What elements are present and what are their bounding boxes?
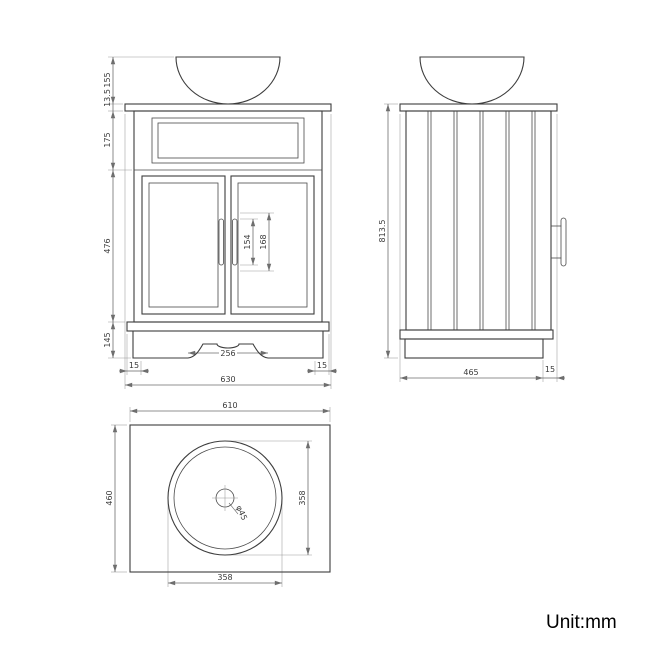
dim-arch-width: 256 bbox=[220, 349, 235, 358]
countertop-front bbox=[124, 103, 332, 112]
vessel-basin-front bbox=[175, 56, 281, 105]
basin-inner-rim bbox=[173, 446, 277, 550]
vessel-basin-side bbox=[419, 56, 525, 105]
dim-basin-height: 155 bbox=[103, 72, 112, 87]
right-door-panel bbox=[237, 182, 308, 308]
dim-plinth-height: 145 bbox=[103, 332, 112, 347]
top-view: 610 460 358 358 φ45 bbox=[105, 401, 331, 587]
dim-apron-height: 175 bbox=[103, 132, 112, 147]
left-door bbox=[141, 175, 226, 315]
front-extension-lines bbox=[108, 56, 332, 389]
side-view: 813.5 465 15 bbox=[378, 56, 567, 382]
dim-countertop-thickness: 13.5 bbox=[103, 89, 112, 107]
front-geometry bbox=[124, 56, 332, 359]
front-dimension-labels: 155 13.5 175 476 145 154 168 256 15 630 … bbox=[103, 72, 327, 384]
side-geometry bbox=[399, 56, 567, 359]
dim-left-overhang: 15 bbox=[129, 361, 139, 370]
apron-panel-outer bbox=[151, 117, 305, 164]
side-dimension-labels: 813.5 465 15 bbox=[378, 220, 555, 377]
dim-tap-hole: φ45 bbox=[234, 504, 249, 522]
dim-basin-diameter-y: 358 bbox=[298, 490, 307, 505]
right-door-handle bbox=[232, 218, 238, 266]
door-handle-side bbox=[560, 217, 567, 267]
dim-right-overhang: 15 bbox=[317, 361, 327, 370]
countertop-plan bbox=[129, 424, 331, 573]
apron-panel-inner bbox=[157, 122, 299, 159]
unit-label: Unit:mm bbox=[546, 612, 617, 633]
basin-outer-rim bbox=[167, 440, 283, 556]
countertop-side bbox=[399, 103, 558, 112]
dim-overall-height: 813.5 bbox=[378, 220, 387, 243]
dim-handle-length: 154 bbox=[243, 234, 252, 249]
label-knockout bbox=[219, 348, 237, 358]
dim-handle-span: 168 bbox=[259, 234, 268, 249]
side-dimension-lines bbox=[385, 103, 565, 381]
dim-countertop-depth: 460 bbox=[105, 490, 114, 505]
right-door bbox=[230, 175, 315, 315]
front-dimension-lines bbox=[110, 56, 337, 388]
front-view: 155 13.5 175 476 145 154 168 256 15 630 … bbox=[103, 56, 337, 389]
side-extension-lines bbox=[384, 103, 558, 382]
tap-hole-centerlines bbox=[212, 485, 238, 511]
top-geometry bbox=[129, 424, 331, 573]
side-panel-grooves bbox=[427, 110, 536, 331]
cabinet-body-front bbox=[133, 110, 323, 323]
dim-overall-width: 630 bbox=[220, 375, 235, 384]
left-door-panel bbox=[148, 182, 219, 308]
dim-countertop-width: 610 bbox=[222, 401, 237, 410]
dim-cabinet-depth: 465 bbox=[463, 368, 478, 377]
left-door-handle bbox=[218, 218, 224, 266]
dim-front-overhang: 15 bbox=[545, 365, 555, 374]
plinth-front bbox=[132, 330, 324, 359]
plinth-side bbox=[404, 338, 544, 359]
dim-basin-diameter-x: 358 bbox=[217, 573, 232, 582]
top-dimension-lines bbox=[112, 408, 331, 586]
dim-door-height: 476 bbox=[103, 238, 112, 253]
plinth-molding-side bbox=[399, 329, 554, 340]
plinth-molding-front bbox=[126, 321, 330, 332]
